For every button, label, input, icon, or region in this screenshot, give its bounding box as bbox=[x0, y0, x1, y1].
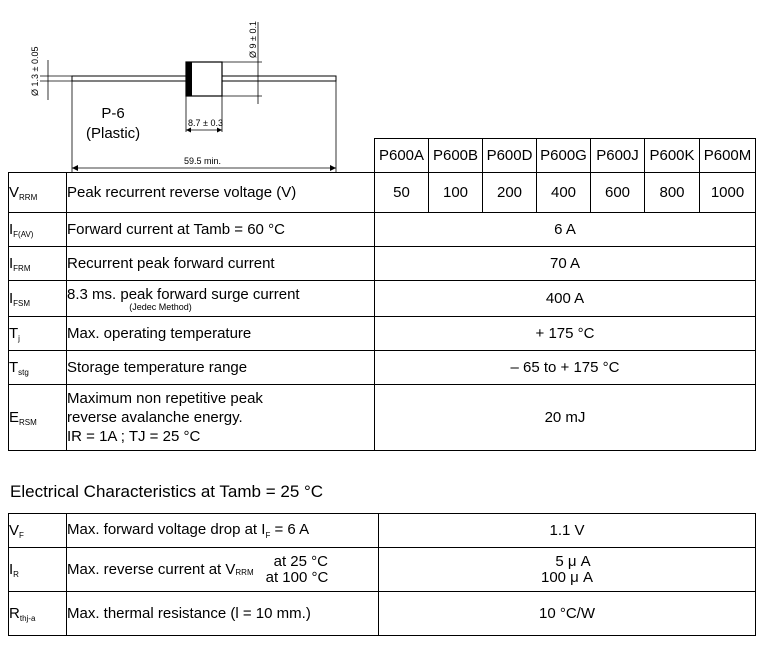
section-title: Electrical Characteristics at Tamb = 25 … bbox=[10, 482, 324, 501]
table-row: Rthj-a Max. thermal resistance (l = 10 m… bbox=[8, 591, 756, 636]
value-cell: 10 °C/W bbox=[378, 591, 756, 636]
table-row: Tj Max. operating temperature + 175 °C bbox=[8, 316, 756, 351]
symbol-cell: Tj bbox=[8, 316, 67, 351]
description-cell: Forward current at Tamb = 60 °C bbox=[66, 212, 375, 247]
condition-text: at 25 °C bbox=[273, 552, 328, 570]
value-text: 100 μ A bbox=[540, 568, 593, 586]
symbol-cell: VF bbox=[8, 513, 67, 548]
part-header: P600K bbox=[644, 138, 700, 173]
condition-text: at 100 °C bbox=[265, 568, 329, 586]
description-cell: Recurrent peak forward current bbox=[66, 246, 375, 281]
value-cell: + 175 °C bbox=[374, 316, 756, 351]
symbol-cell: Rthj-a bbox=[8, 591, 67, 636]
description-cell: Maximum non repetitive peak reverse aval… bbox=[66, 384, 375, 451]
description-cell: Max. operating temperature bbox=[66, 316, 375, 351]
value-cell: 400 bbox=[536, 172, 591, 213]
value-cell: 6 A bbox=[374, 212, 756, 247]
total-length-label: 59.5 min. bbox=[184, 156, 221, 166]
value-cell: 800 bbox=[644, 172, 700, 213]
value-cell: 200 bbox=[482, 172, 537, 213]
symbol-cell: IF(AV) bbox=[8, 212, 67, 247]
value-text: 5 μ A bbox=[555, 552, 591, 570]
value-cell: 20 mJ bbox=[374, 384, 756, 451]
description-line: Maximum non repetitive peak bbox=[67, 390, 263, 407]
value-cell: 1000 bbox=[699, 172, 756, 213]
description-cell: Storage temperature range bbox=[66, 350, 375, 385]
body-length-label: 8.7 ± 0.3 bbox=[188, 118, 223, 128]
value-cell: 100 bbox=[428, 172, 483, 213]
part-header: P600J bbox=[590, 138, 645, 173]
value-cell: 400 A bbox=[374, 280, 756, 317]
electrical-table: VF Max. forward voltage drop at IF = 6 A… bbox=[8, 513, 756, 636]
description-line: reverse avalanche energy. bbox=[67, 409, 243, 426]
value-cell: 50 bbox=[374, 172, 429, 213]
body-diameter-label: Ø 9 ± 0.1 bbox=[248, 21, 258, 58]
symbol-cell: IFRM bbox=[8, 246, 67, 281]
symbol-cell: IR bbox=[8, 547, 67, 592]
table-row: Tstg Storage temperature range – 65 to +… bbox=[8, 350, 756, 385]
part-header: P600D bbox=[482, 138, 537, 173]
description-text: 8.3 ms. peak forward surge current bbox=[67, 285, 300, 303]
table-row: VF Max. forward voltage drop at IF = 6 A… bbox=[8, 513, 756, 548]
jedec-note: (Jedec Method) bbox=[129, 301, 192, 312]
table-row: IF(AV) Forward current at Tamb = 60 °C 6… bbox=[8, 212, 756, 247]
table-row: IFRM Recurrent peak forward current 70 A bbox=[8, 246, 756, 281]
part-header: P600G bbox=[536, 138, 591, 173]
max-ratings-table: P600A P600B P600D P600G P600J P600K P600… bbox=[8, 138, 756, 451]
package-type: P-6 bbox=[101, 105, 125, 122]
value-cell: 5 μ A 100 μ A bbox=[378, 547, 756, 592]
part-header: P600M bbox=[699, 138, 756, 173]
symbol-cell: ERSM bbox=[8, 384, 67, 451]
description-cell: Max. forward voltage drop at IF = 6 A bbox=[66, 513, 379, 548]
part-header-row: P600A P600B P600D P600G P600J P600K P600… bbox=[9, 138, 756, 173]
table-row: ERSM Maximum non repetitive peak reverse… bbox=[8, 384, 756, 451]
table-row: IFSM 8.3 ms. peak forward surge current … bbox=[8, 280, 756, 317]
package-material: (Plastic) bbox=[86, 125, 141, 142]
package-outline-diagram: Ø 1.3 ± 0.05 Ø 9 ± 0.1 8.7 ± 0.3 59.5 mi… bbox=[30, 21, 337, 172]
value-cell: 70 A bbox=[374, 246, 756, 281]
description-cell: 8.3 ms. peak forward surge current (Jede… bbox=[66, 280, 375, 317]
part-header: P600A bbox=[374, 138, 429, 173]
value-cell: – 65 to + 175 °C bbox=[374, 350, 756, 385]
value-cell: 600 bbox=[590, 172, 645, 213]
description-cell: Peak recurrent reverse voltage (V) bbox=[66, 172, 375, 213]
lead-diameter-label: Ø 1.3 ± 0.05 bbox=[30, 47, 40, 96]
table-row: VRRM Peak recurrent reverse voltage (V) … bbox=[8, 172, 756, 213]
symbol-cell: VRRM bbox=[8, 172, 67, 213]
value-cell: 1.1 V bbox=[378, 513, 756, 548]
symbol-cell: Tstg bbox=[8, 350, 67, 385]
description-cell: Max. thermal resistance (l = 10 mm.) bbox=[66, 591, 379, 636]
description-line: IR = 1A ; TJ = 25 °C bbox=[67, 428, 201, 445]
symbol-cell: IFSM bbox=[8, 280, 67, 317]
package-name: P-6 (Plastic) bbox=[86, 104, 140, 144]
part-header: P600B bbox=[428, 138, 483, 173]
